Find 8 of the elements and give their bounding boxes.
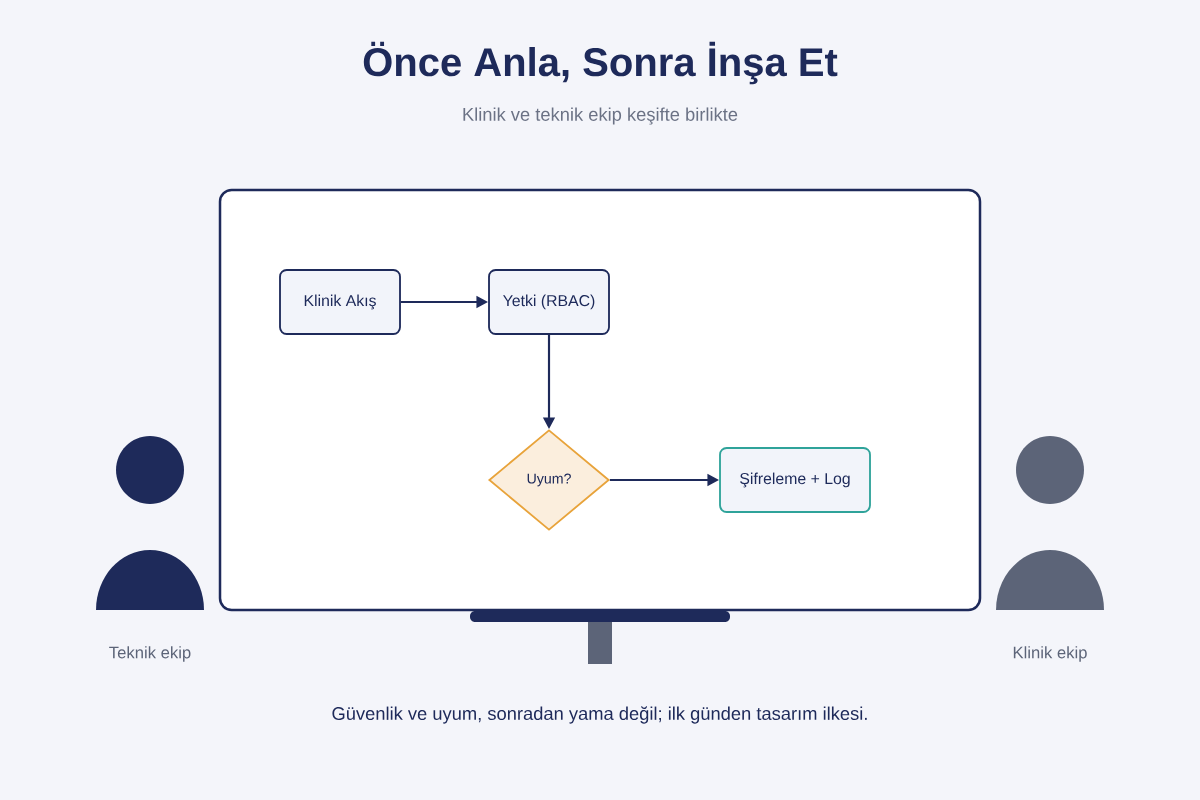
process-box: Yetki (RBAC) [488, 269, 610, 335]
person-label: Klinik ekip [1013, 646, 1087, 662]
person-label: Teknik ekip [109, 646, 191, 662]
process-box: Şifreleme + Log [719, 447, 871, 513]
caption: Güvenlik ve uyum, sonradan yama değil; ilk günden tasarım ilkesi. [332, 706, 867, 724]
subtitle: Klinik ve teknik ekip keşifte birlikte [463, 107, 738, 125]
title: Önce Anla, Sonra İnşa Et [363, 41, 838, 85]
process-box: Klinik Akış [279, 269, 401, 335]
